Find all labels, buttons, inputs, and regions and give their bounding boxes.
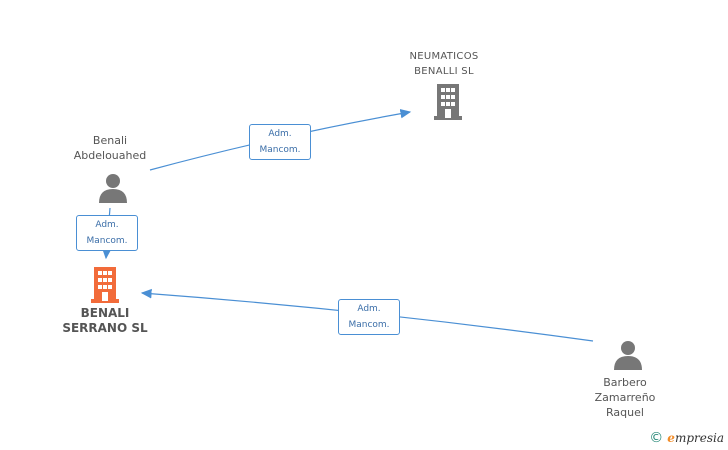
node-label-benali-serrano: BENALI SERRANO SL (62, 306, 148, 335)
edge-role-line1: Adm. (357, 304, 381, 314)
node-label-benali-person: Benali Abdelouahed (73, 134, 147, 162)
edge-label-benali-to-neumaticos[interactable]: Adm. Mancom. (249, 124, 311, 160)
node-label-barbero-person: Barbero Zamarreño Raquel (594, 376, 656, 419)
footer-watermark: © empresia (649, 430, 724, 446)
edge-role-line2: Mancom. (259, 145, 301, 155)
brand-logo: empresia (667, 431, 724, 445)
edge-label-barbero-to-benali-serrano[interactable]: Adm. Mancom. (338, 299, 400, 335)
person-icon[interactable] (98, 173, 128, 203)
node-label-neumaticos: NEUMATICOS BENALLI SL (409, 51, 479, 77)
person-icon[interactable] (613, 340, 643, 370)
edge-role-line2: Mancom. (86, 236, 128, 246)
edge-role-line1: Adm. (95, 220, 119, 230)
edge-label-benali-to-benali-serrano[interactable]: Adm. Mancom. (76, 215, 138, 251)
edge-role-line1: Adm. (268, 129, 292, 139)
edge-role-line2: Mancom. (348, 320, 390, 330)
building-icon[interactable] (432, 84, 464, 120)
copyright-symbol: © (649, 430, 664, 446)
building-icon[interactable] (89, 267, 121, 303)
